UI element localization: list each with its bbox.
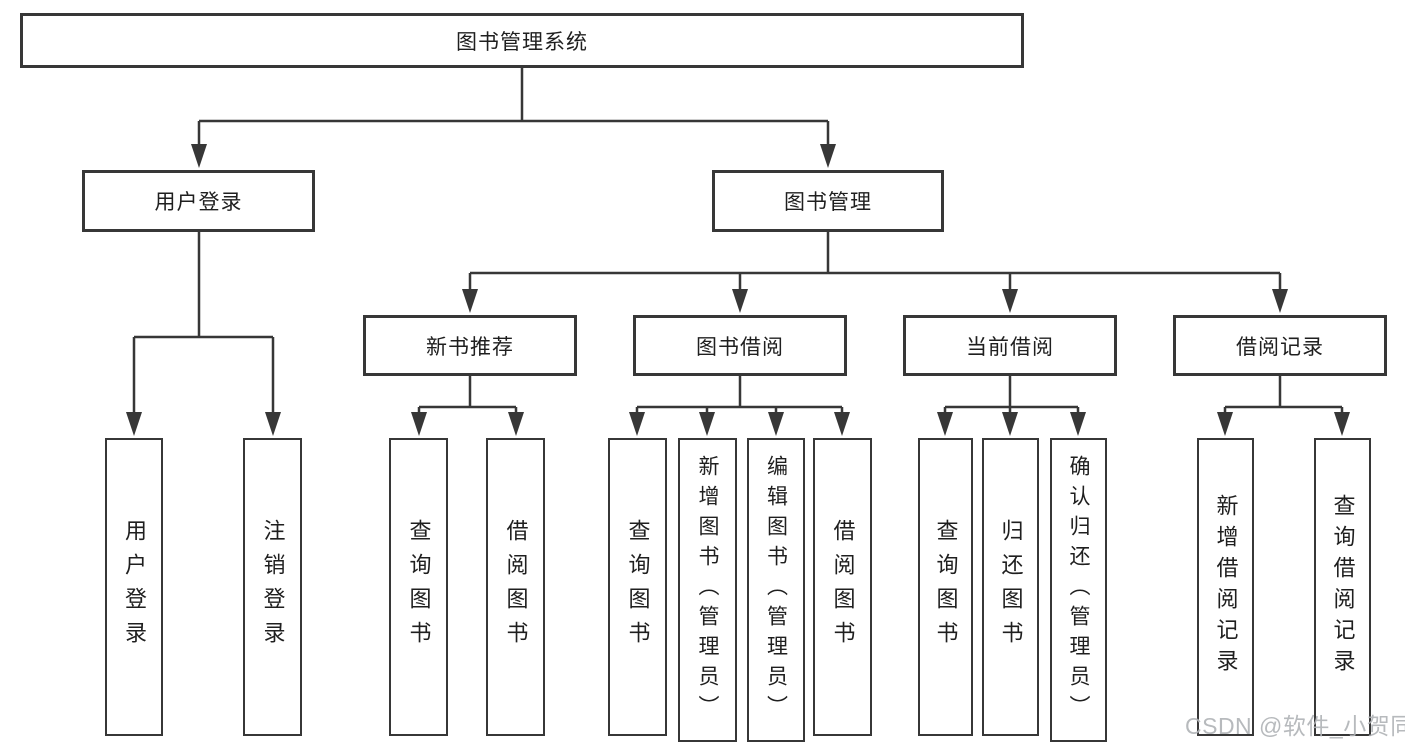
leaf-newrec-borrow-books-label: 借阅图书 [503, 519, 529, 655]
leaf-records-query-record: 查询借阅记录 [1314, 438, 1371, 736]
leaf-current-return-books: 归还图书 [982, 438, 1039, 736]
leaf-user-login: 用户登录 [105, 438, 163, 736]
leaf-current-query-books-label: 查询图书 [933, 519, 959, 655]
arrow-down-icon [1002, 412, 1018, 436]
leaf-borrow-edit-books-admin: 编辑图书（管理员） [747, 438, 805, 742]
leaf-records-add-record-label: 新增借阅记录 [1213, 494, 1239, 680]
leaf-borrow-borrow-books: 借阅图书 [813, 438, 872, 736]
arrow-down-icon [1070, 412, 1086, 436]
connector-book-management-children [462, 232, 1288, 313]
node-user-login-label: 用户登录 [154, 191, 243, 214]
arrow-down-icon [1217, 412, 1233, 436]
leaf-records-query-record-label: 查询借阅记录 [1330, 494, 1356, 680]
node-borrow-records-label: 借阅记录 [1236, 335, 1324, 359]
node-borrow-records: 借阅记录 [1173, 315, 1387, 376]
connector-new-book-recommend-children [411, 376, 524, 436]
node-root-label: 图书管理系统 [456, 30, 588, 54]
arrow-down-icon [820, 144, 836, 168]
leaf-current-return-books-label: 归还图书 [998, 519, 1024, 655]
arrow-down-icon [1272, 289, 1288, 313]
node-new-book-recommend-label: 新书推荐 [426, 335, 514, 359]
leaf-logout-label: 注销登录 [260, 519, 286, 655]
node-current-borrow-label: 当前借阅 [966, 335, 1054, 359]
arrow-down-icon [1002, 289, 1018, 313]
arrow-down-icon [126, 412, 142, 436]
leaf-current-query-books: 查询图书 [918, 438, 973, 736]
connector-root-to-level2 [191, 68, 836, 168]
node-book-management-label: 图书管理 [784, 191, 872, 214]
connector-current-borrow-children [937, 376, 1086, 436]
arrow-down-icon [699, 412, 715, 436]
node-root: 图书管理系统 [20, 13, 1024, 68]
leaf-borrow-borrow-books-label: 借阅图书 [830, 519, 856, 655]
csdn-watermark: CSDN @软件_小贺同学 [1185, 713, 1405, 739]
leaf-user-login-label: 用户登录 [122, 519, 147, 655]
node-book-borrow: 图书借阅 [633, 315, 847, 376]
connector-book-borrow-children [629, 376, 850, 436]
node-current-borrow: 当前借阅 [903, 315, 1117, 376]
leaf-newrec-query-books: 查询图书 [389, 438, 448, 736]
node-user-login: 用户登录 [82, 170, 315, 232]
arrow-down-icon [411, 412, 427, 436]
leaf-current-confirm-return-admin: 确认归还（管理员） [1050, 438, 1107, 742]
node-book-management: 图书管理 [712, 170, 944, 232]
arrow-down-icon [937, 412, 953, 436]
arrow-down-icon [768, 412, 784, 436]
arrow-down-icon [191, 144, 207, 168]
leaf-records-add-record: 新增借阅记录 [1197, 438, 1254, 736]
arrow-down-icon [1334, 412, 1350, 436]
node-book-borrow-label: 图书借阅 [696, 335, 784, 359]
leaf-borrow-edit-books-admin-label: 编辑图书（管理员） [764, 455, 788, 725]
arrow-down-icon [732, 289, 748, 313]
leaf-borrow-add-books-admin: 新增图书（管理员） [678, 438, 737, 742]
leaf-current-confirm-return-admin-label: 确认归还（管理员） [1067, 455, 1090, 725]
leaf-borrow-query-books: 查询图书 [608, 438, 667, 736]
leaf-borrow-add-books-admin-label: 新增图书（管理员） [696, 455, 719, 725]
arrow-down-icon [508, 412, 524, 436]
node-new-book-recommend: 新书推荐 [363, 315, 577, 376]
arrow-down-icon [265, 412, 281, 436]
leaf-borrow-query-books-label: 查询图书 [625, 519, 651, 655]
arrow-down-icon [462, 289, 478, 313]
arrow-down-icon [629, 412, 645, 436]
leaf-newrec-query-books-label: 查询图书 [406, 519, 432, 655]
leaf-logout: 注销登录 [243, 438, 302, 736]
connector-user-login-children [126, 232, 281, 436]
arrow-down-icon [834, 412, 850, 436]
leaf-newrec-borrow-books: 借阅图书 [486, 438, 545, 736]
connector-borrow-records-children [1217, 376, 1350, 436]
